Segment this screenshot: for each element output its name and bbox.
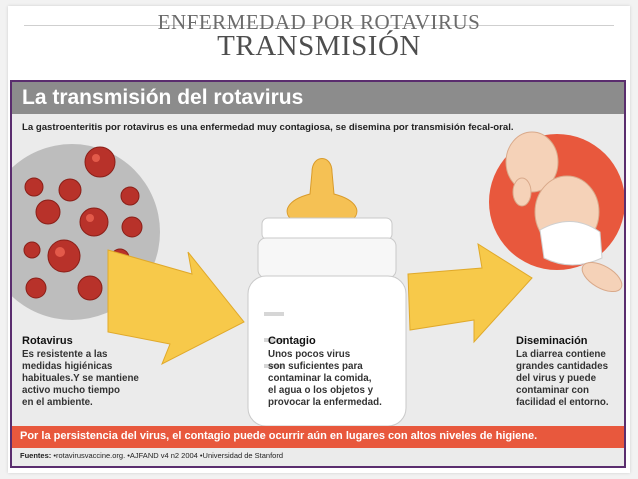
baby-illustration — [489, 131, 624, 293]
column-text-contagio: Unos pocos virus son suficientes para co… — [268, 349, 382, 409]
infographic-title: La transmisión del rotavirus — [22, 86, 304, 109]
column-text-rotavirus: Es resistente a las medidas higiénicas h… — [22, 349, 139, 409]
column-text-diseminacion: La diarrea contiene grandes cantidades d… — [516, 349, 609, 409]
text-line: Unos pocos virus — [268, 349, 351, 360]
slide-title-main: ENFERMEDAD POR ROTAVIRUS — [157, 10, 481, 34]
infographic-intro: La gastroenteritis por rotavirus es una … — [22, 122, 514, 133]
arrow-right-icon — [107, 249, 245, 366]
text-line: habituales.Y se mantiene — [22, 373, 139, 384]
text-line: facilidad el entorno. — [516, 397, 609, 408]
infographic-artwork — [12, 131, 624, 426]
warning-banner: Por la persistencia del virus, el contag… — [12, 426, 624, 448]
text-line: provocar la enfermedad. — [268, 397, 382, 408]
text-line: activo mucho tiempo — [22, 385, 120, 396]
title-divider — [24, 25, 614, 26]
text-line: contaminar con — [516, 385, 589, 396]
sources-list: •rotavirusvaccine.org. •AJFAND v4 n2 200… — [53, 451, 284, 460]
column-heading-contagio: Contagio — [268, 335, 316, 347]
arrow-right-icon — [407, 242, 533, 344]
text-line: grandes cantidades — [516, 361, 609, 372]
infographic-header: La transmisión del rotavirus — [12, 82, 624, 114]
text-line: contaminar la comida, — [268, 373, 372, 384]
infographic: La transmisión del rotavirus La gastroen… — [10, 80, 626, 468]
text-line: son suficientes para — [268, 361, 363, 372]
column-heading-rotavirus: Rotavirus — [22, 335, 73, 347]
text-line: en el ambiente. — [22, 397, 93, 408]
baby-bottle-illustration — [247, 158, 407, 426]
slide-title-sub: TRANSMISIÓN — [217, 30, 421, 62]
text-line: medidas higiénicas — [22, 361, 113, 372]
text-line: el agua o los objetos y — [268, 385, 374, 396]
banner-text: Por la persistencia del virus, el contag… — [20, 430, 538, 442]
column-heading-diseminacion: Diseminación — [516, 335, 588, 347]
sources-footer: Fuentes: •rotavirusvaccine.org. •AJFAND … — [20, 451, 283, 460]
text-line: Es resistente a las — [22, 349, 108, 360]
sources-label: Fuentes: — [20, 451, 52, 460]
text-line: del virus y puede — [516, 373, 597, 384]
text-line: La diarrea contiene — [516, 349, 606, 360]
